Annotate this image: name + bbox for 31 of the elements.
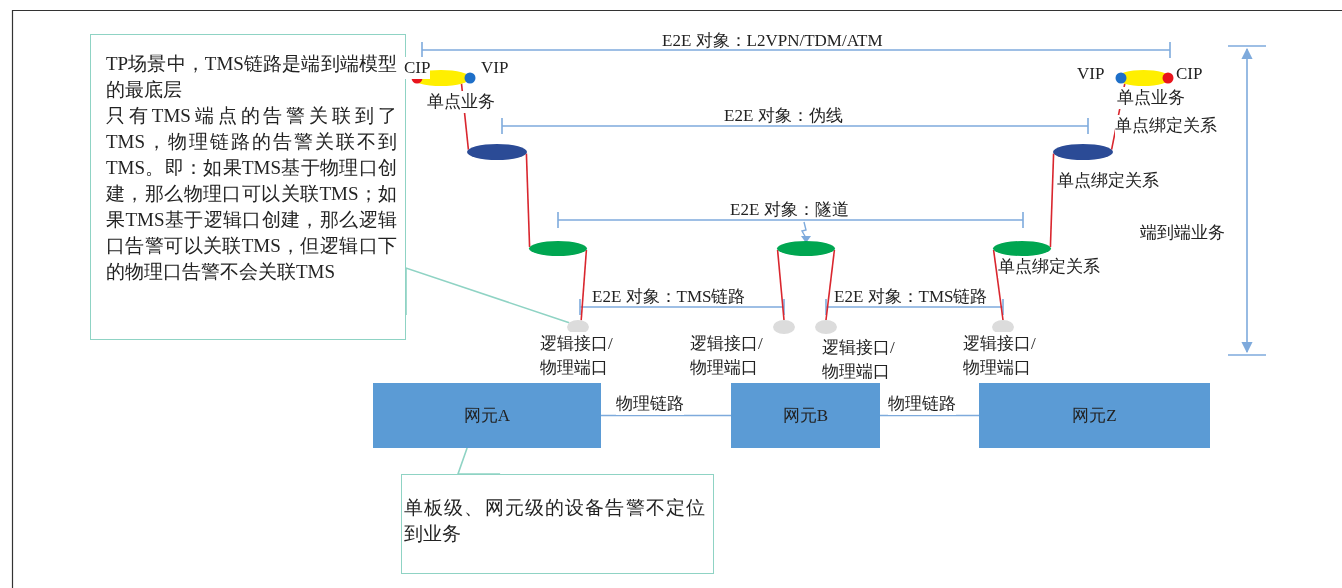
connector-line <box>825 249 836 321</box>
callout-box <box>90 34 406 340</box>
shape-label: 单点业务 <box>1117 87 1185 109</box>
leader-line <box>405 266 570 324</box>
shape-label: 单点绑定关系 <box>1057 170 1159 192</box>
shape-label: CIP <box>404 57 431 79</box>
callout-box <box>401 474 714 574</box>
shape-label: 单点绑定关系 <box>998 256 1100 278</box>
dimension-label: E2E 对象：L2VPN/TDM/ATM <box>662 30 883 52</box>
dimension-label: E2E 对象：TMS链路 <box>834 286 988 308</box>
network-element-box: 网元Z <box>979 383 1210 448</box>
network-element-box: 网元A <box>373 383 601 448</box>
dimension-label: E2E 对象：伪线 <box>724 105 843 127</box>
connector-line <box>580 249 588 322</box>
callout-text: TP场景中，TMS链路是端到端模型的最底层 <box>106 52 397 102</box>
link-line <box>600 414 732 417</box>
connector-line <box>1049 152 1055 248</box>
callout-text: 只有TMS端点的告警关联到了TMS，物理链路的告警关联不到TMS。即：如果TMS基于物理口创建，那么物理口可以关联TMS；如果TMS基于逻辑口创建，那么逻辑口告警可以关联TMS，但逻辑口下的物理口告警不会关联TMS <box>106 104 397 284</box>
connector-line <box>525 152 531 248</box>
dimension-label: 端到端业务 <box>1140 222 1225 244</box>
network-element-box: 网元B <box>731 383 880 448</box>
link-line <box>879 414 980 417</box>
dimension-label: E2E 对象：隧道 <box>730 199 849 221</box>
shape-label: 单点绑定关系 <box>1115 115 1217 137</box>
callout-text: 单板级、网元级的设备告警不定位到业务 <box>404 496 705 546</box>
shape-label: 单点业务 <box>427 91 495 113</box>
dimension-label: E2E 对象：TMS链路 <box>592 286 746 308</box>
edge-label: 物理链路 <box>616 393 684 415</box>
edge-label: 物理链路 <box>888 393 956 415</box>
connector-line <box>776 249 785 321</box>
connector-line <box>992 249 1004 321</box>
